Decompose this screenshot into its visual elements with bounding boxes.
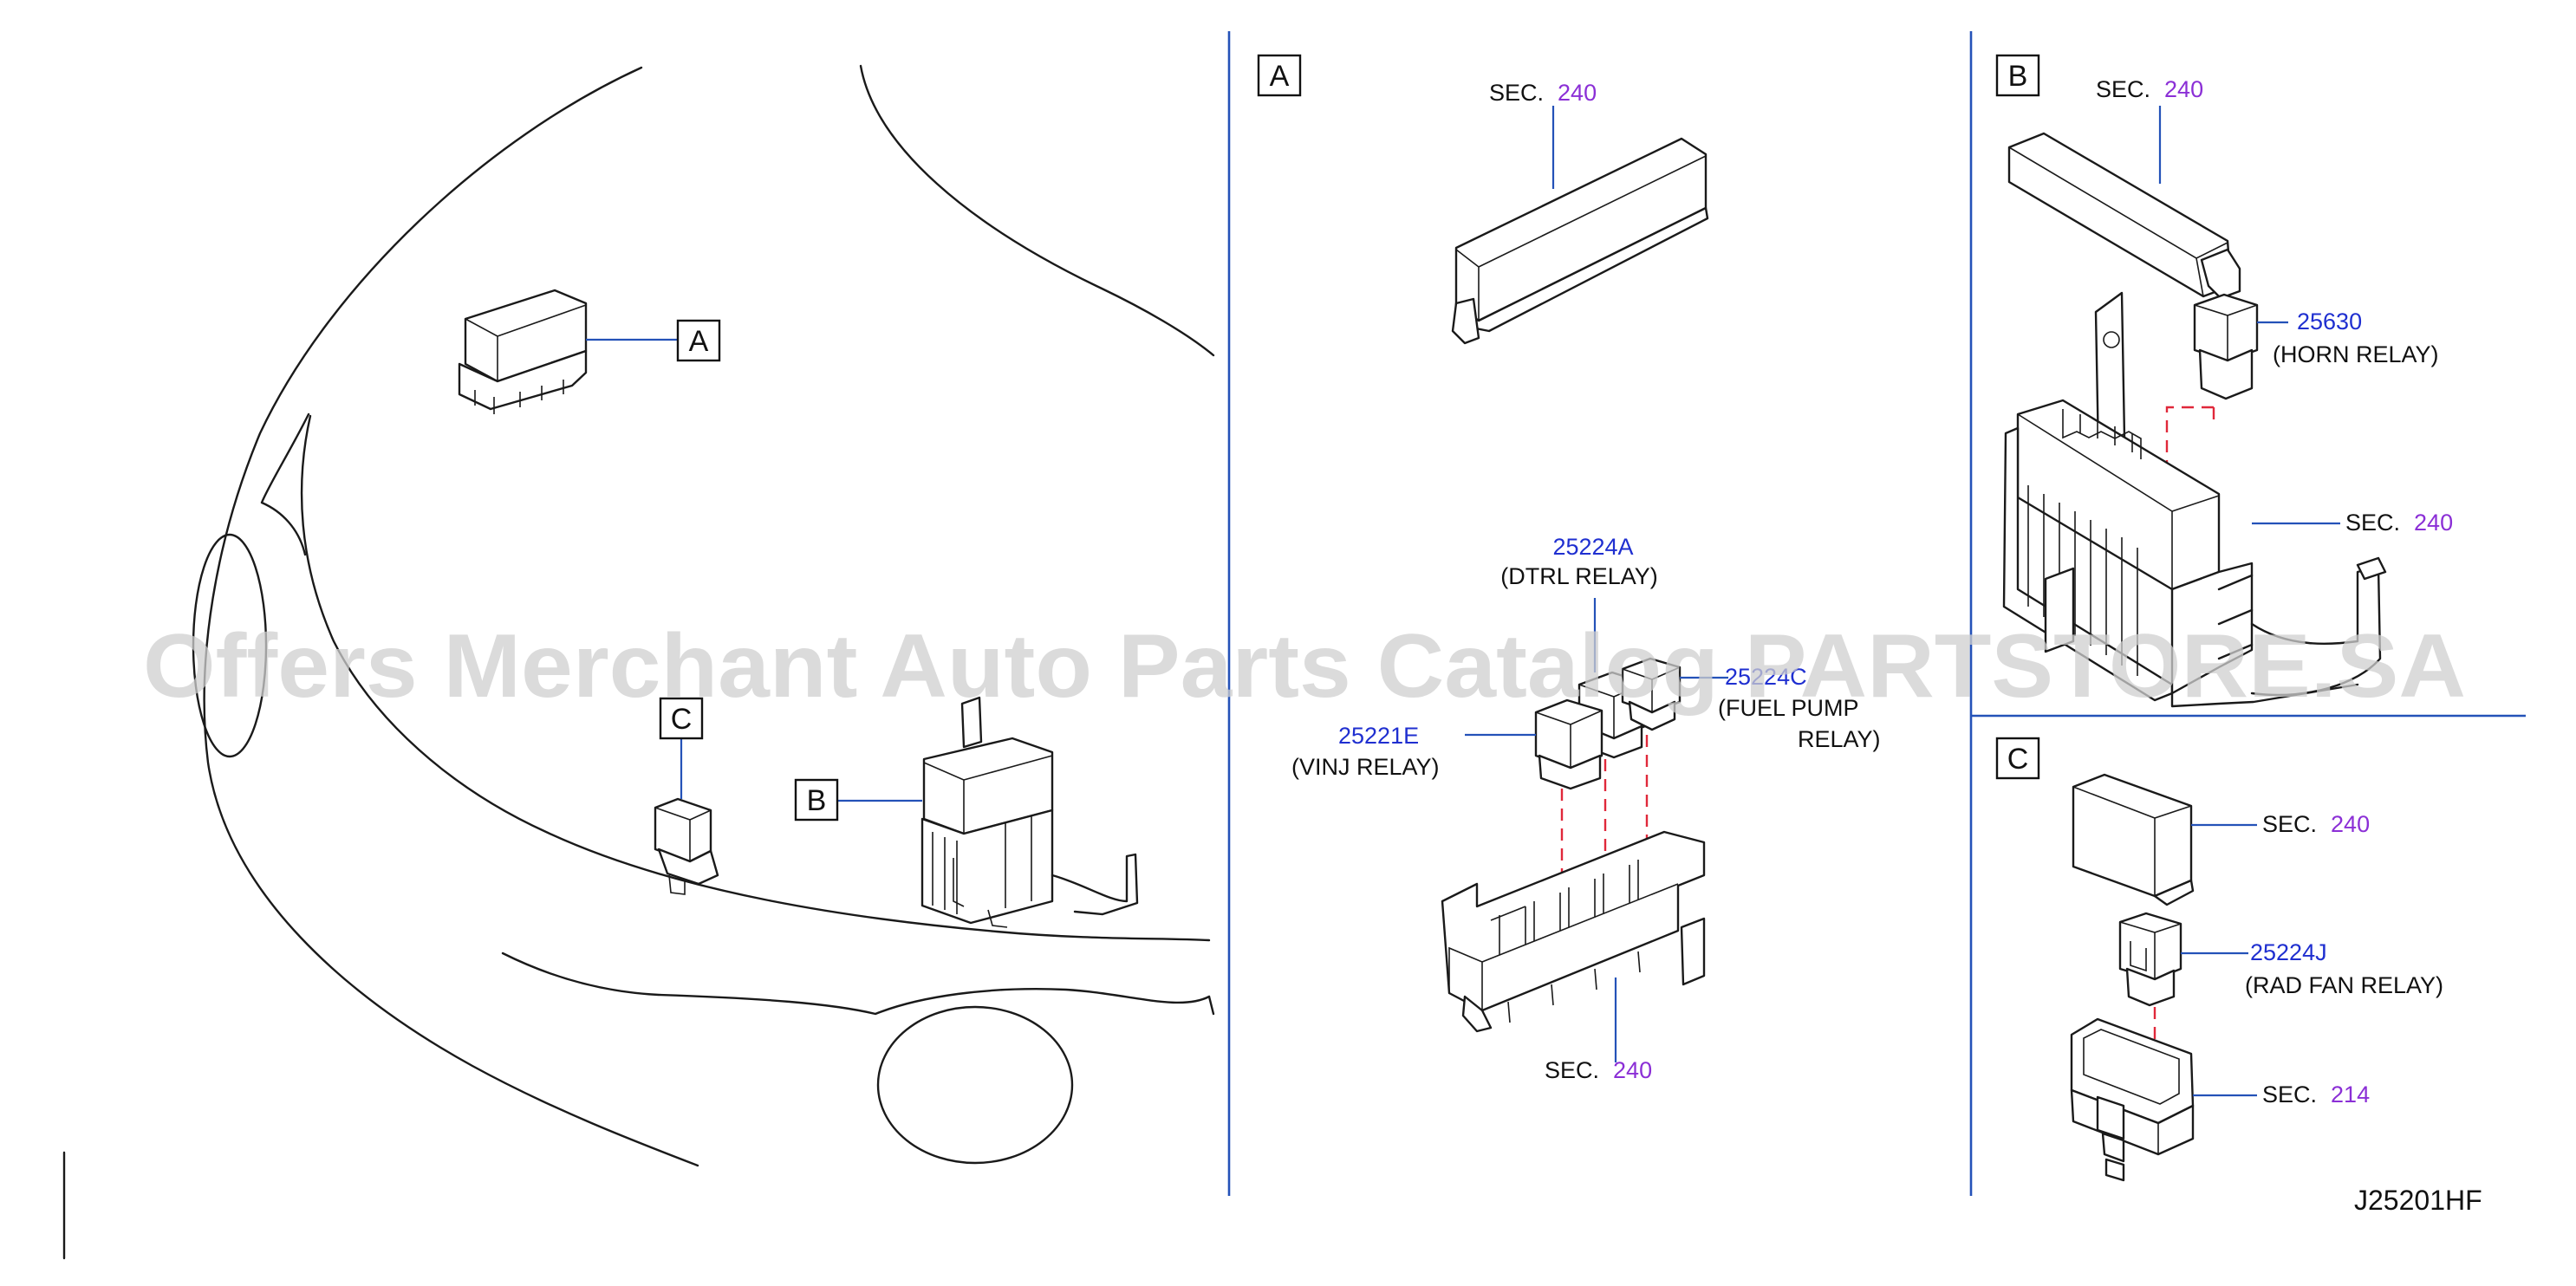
part-number-25224a: 25224A (1552, 534, 1633, 560)
callout-b-label: B (807, 784, 827, 817)
part-number-25224c: 25224C (1725, 664, 1807, 690)
panel-a-sec-bottom: SEC.240 (1545, 1057, 1652, 1083)
panel-b-sec-mid: SEC.240 (2345, 510, 2453, 536)
panel-a-cover (1451, 106, 1709, 345)
panel-c-tag-box (1995, 737, 2040, 780)
callout-c-label: C (671, 703, 693, 736)
panel-a-fuse-block (1441, 830, 1706, 1062)
overview-fuse-box-a (458, 289, 678, 414)
panel-b-tag: B (2008, 60, 2028, 93)
panel-b-tag-box (1995, 54, 2040, 97)
part-name-fuel-pump-relay-2: RELAY) (1798, 726, 1881, 752)
part-name-rad-fan-relay: (RAD FAN RELAY) (2245, 972, 2443, 998)
panel-c-tag: C (2007, 743, 2029, 776)
panel-b-cover (2007, 106, 2241, 300)
callout-a: A (676, 319, 721, 362)
panel-b-sec-top: SEC.240 (2096, 76, 2203, 102)
panel-b-horn-relay (2193, 293, 2288, 400)
vehicle-outline (192, 64, 1215, 1167)
panel-c-sec-bottom: SEC.214 (2262, 1081, 2370, 1107)
callout-a-label: A (689, 325, 709, 358)
overview-fuse-box-b (837, 696, 1139, 928)
panel-a-relays (1534, 657, 1682, 790)
panel-c-cover (2072, 773, 2257, 906)
panel-b-fuse-block (2002, 291, 2387, 708)
part-name-dtrl-relay: (DTRL RELAY) (1500, 563, 1658, 589)
panel-c-relay (2118, 912, 2248, 1007)
part-number-25630: 25630 (2297, 309, 2362, 334)
diagram-code: J25201HF (2354, 1185, 2482, 1216)
part-name-fuel-pump-relay-1: (FUEL PUMP (1718, 695, 1859, 721)
panel-b: B SEC.240 25630 (HORN RELAY) (1995, 54, 2453, 708)
panel-c-sec-top: SEC.240 (2262, 811, 2370, 837)
part-name-vinj-relay: (VINJ RELAY) (1291, 754, 1440, 780)
overview-relay-c (654, 738, 719, 895)
panel-c: C SEC.240 25224J (RAD FAN RELAY) (1995, 737, 2443, 1182)
part-name-horn-relay: (HORN RELAY) (2273, 341, 2439, 367)
part-number-25221e: 25221E (1338, 723, 1419, 749)
panel-dividers (62, 31, 2526, 1260)
panel-a: A SEC.240 (1257, 54, 1881, 1083)
panel-a-tag: A (1270, 60, 1290, 93)
watermark: Offers Merchant Auto Parts Catalog PARTS… (143, 616, 2466, 717)
part-number-25224j: 25224J (2250, 939, 2327, 965)
panel-a-tag-box (1257, 54, 1302, 97)
callout-b: B (794, 778, 839, 822)
panel-c-socket (2070, 1017, 2257, 1182)
callout-c: C (659, 697, 704, 740)
panel-a-sec-top: SEC.240 (1489, 80, 1597, 106)
